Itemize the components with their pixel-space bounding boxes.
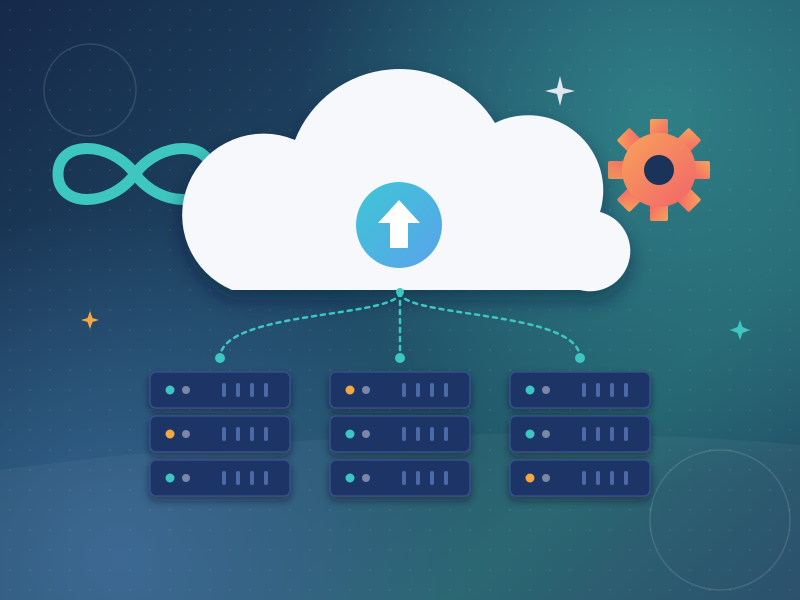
server-vent-bar <box>236 427 240 441</box>
server-vent-bar <box>582 427 586 441</box>
server-vent-bar <box>596 471 600 485</box>
connection-endpoint <box>575 353 585 363</box>
server-rack <box>329 371 471 497</box>
server-unit <box>509 371 651 409</box>
server-vent-bar <box>624 383 628 397</box>
server-vent-bar <box>250 427 254 441</box>
server-rack <box>509 371 651 497</box>
server-vent-bar <box>444 427 448 441</box>
server-indicator-light <box>362 430 370 438</box>
server-vent-bar <box>430 383 434 397</box>
decorative-ring-bottom-right <box>649 449 791 591</box>
gear-icon <box>608 119 710 221</box>
server-unit <box>509 459 651 497</box>
server-vent-bar <box>416 471 420 485</box>
server-vent-bar <box>402 427 406 441</box>
upload-button[interactable] <box>356 182 442 268</box>
background-wave-band <box>0 433 800 600</box>
upload-arrow-icon <box>378 200 420 248</box>
server-vent-bar <box>264 383 268 397</box>
server-vent-bar <box>624 427 628 441</box>
cloud-icon <box>182 69 631 292</box>
dashed-connection-line <box>218 290 402 360</box>
server-indicator-light <box>182 430 190 438</box>
server-vent-bar <box>236 471 240 485</box>
server-vent-bar <box>582 471 586 485</box>
server-vent-bar <box>264 471 268 485</box>
dashed-connection-line <box>398 290 582 360</box>
server-vent-bar <box>430 427 434 441</box>
server-indicator-light <box>542 474 550 482</box>
server-status-light <box>165 429 175 439</box>
server-vent-bar <box>610 427 614 441</box>
server-vent-bar <box>222 471 226 485</box>
server-unit <box>329 371 471 409</box>
server-indicator-light <box>362 474 370 482</box>
gear-hub <box>644 155 674 185</box>
sparkle-icon <box>545 76 575 106</box>
network-connections <box>215 288 585 363</box>
server-vent-bar <box>264 427 268 441</box>
server-vent-bar <box>596 427 600 441</box>
server-unit <box>149 459 291 497</box>
server-status-light <box>525 473 535 483</box>
server-vent-bar <box>582 383 586 397</box>
server-vent-bar <box>222 383 226 397</box>
server-vent-bar <box>416 427 420 441</box>
server-vent-bar <box>610 471 614 485</box>
server-vent-bar <box>416 383 420 397</box>
server-vent-bar <box>624 471 628 485</box>
sparkle-icon <box>730 320 750 340</box>
server-status-light <box>345 385 355 395</box>
server-indicator-light <box>362 386 370 394</box>
server-vent-bar <box>402 383 406 397</box>
server-vent-bar <box>610 383 614 397</box>
server-vent-bar <box>444 471 448 485</box>
server-rack <box>149 371 291 497</box>
server-vent-bar <box>596 383 600 397</box>
server-vent-bar <box>402 471 406 485</box>
server-racks <box>149 371 651 497</box>
decorative-ring-top-left <box>43 43 137 137</box>
server-indicator-light <box>182 474 190 482</box>
server-vent-bar <box>222 427 226 441</box>
server-status-light <box>525 429 535 439</box>
connection-hub <box>396 288 404 296</box>
server-unit <box>149 371 291 409</box>
server-vent-bar <box>250 383 254 397</box>
connection-endpoint <box>395 353 405 363</box>
server-vent-bar <box>430 471 434 485</box>
server-status-light <box>165 385 175 395</box>
server-status-light <box>525 385 535 395</box>
server-indicator-light <box>182 386 190 394</box>
server-unit <box>509 415 651 453</box>
server-indicator-light <box>542 386 550 394</box>
server-status-light <box>345 473 355 483</box>
server-unit <box>329 415 471 453</box>
connection-endpoint <box>215 353 225 363</box>
sparkle-icon <box>81 311 99 329</box>
server-vent-bar <box>444 383 448 397</box>
server-unit <box>329 459 471 497</box>
server-indicator-light <box>542 430 550 438</box>
server-unit <box>149 415 291 453</box>
server-status-light <box>345 429 355 439</box>
server-vent-bar <box>250 471 254 485</box>
server-vent-bar <box>236 383 240 397</box>
server-status-light <box>165 473 175 483</box>
